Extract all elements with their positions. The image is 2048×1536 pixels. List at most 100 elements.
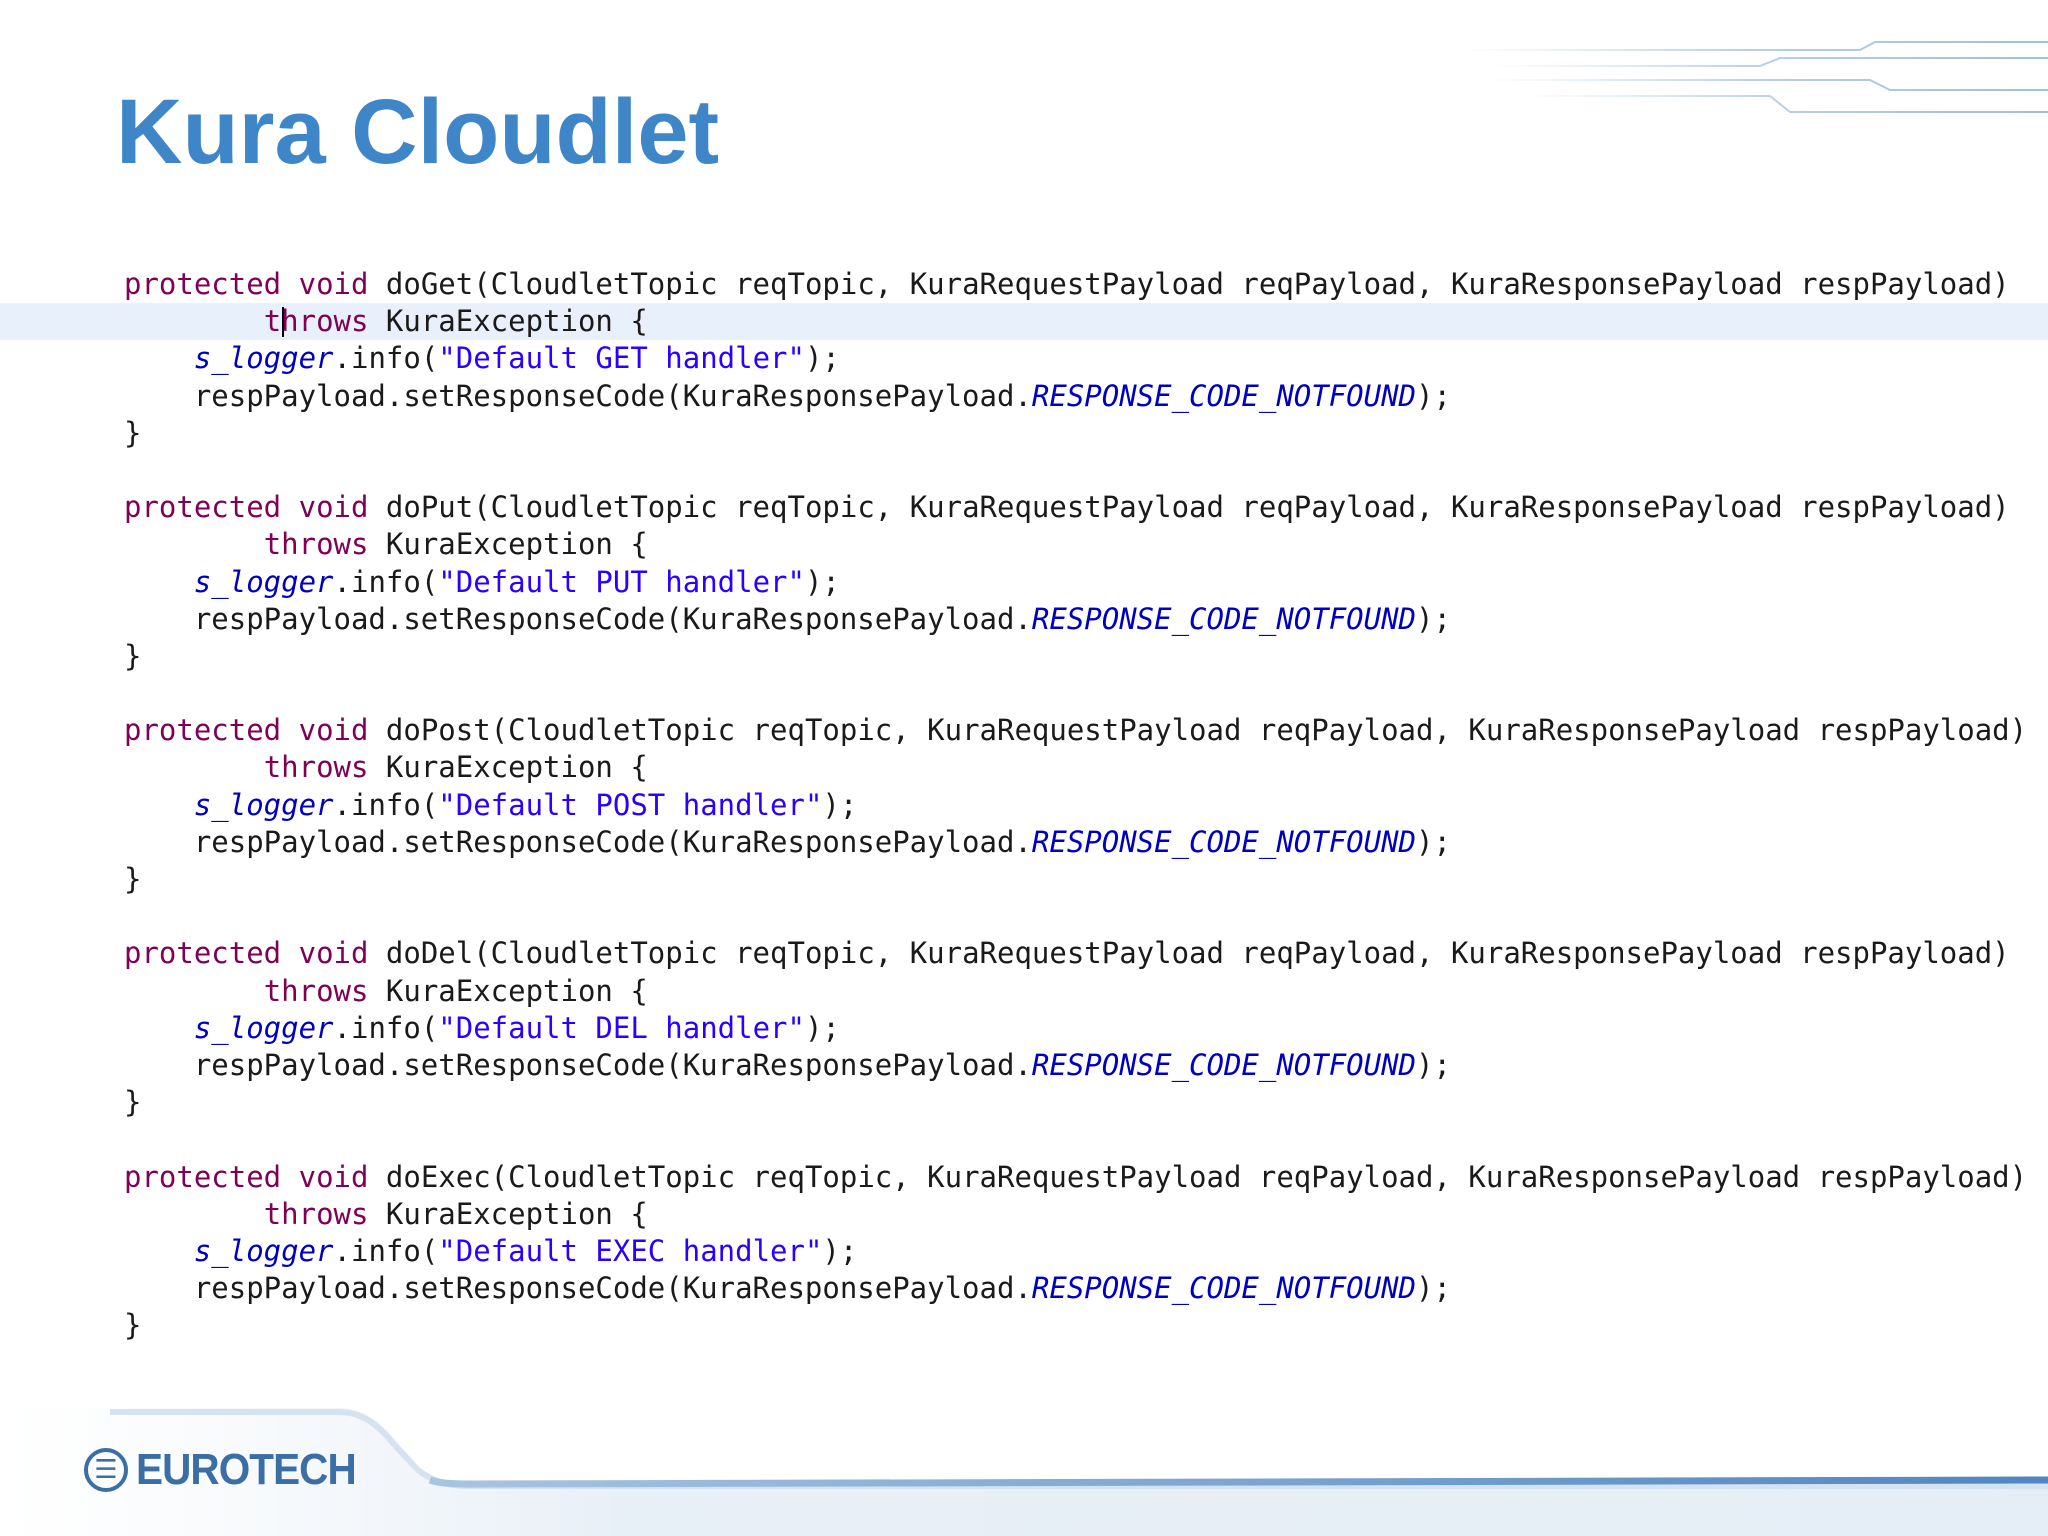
code-line-text: respPayload.setResponseCode(KuraResponse… xyxy=(124,824,1451,861)
code-text xyxy=(281,936,298,970)
code-keyword: throws xyxy=(263,304,369,339)
eurotech-logo: ☰ EUROTECH xyxy=(84,1444,375,1496)
code-string: "Default PUT handler" xyxy=(438,564,805,599)
code-line-text: } xyxy=(124,638,141,675)
code-line-text: throws KuraException { xyxy=(124,973,648,1010)
code-text xyxy=(124,1234,194,1268)
code-text: doExec(CloudletTopic reqTopic, KuraReque… xyxy=(368,1159,2028,1194)
code-text: } xyxy=(124,1308,142,1343)
code-line-text: throws KuraException { xyxy=(124,526,648,563)
code-keyword: void xyxy=(298,490,369,525)
code-text xyxy=(124,527,264,561)
code-keyword: void xyxy=(298,267,369,301)
code-line: } xyxy=(0,415,2048,452)
code-block: protected void doGet(CloudletTopic reqTo… xyxy=(0,266,2048,1344)
code-text: KuraException { xyxy=(368,304,648,339)
code-field: RESPONSE_CODE_NOTFOUND xyxy=(1031,1271,1417,1306)
code-text: ); xyxy=(1416,378,1451,413)
code-keyword: protected xyxy=(124,936,282,971)
code-line: protected void doPut(CloudletTopic reqTo… xyxy=(0,489,2048,526)
code-field: s_logger xyxy=(193,787,334,822)
code-text xyxy=(124,1011,194,1045)
code-string: "Default POST handler" xyxy=(438,787,823,822)
code-line: protected void doGet(CloudletTopic reqTo… xyxy=(0,266,2048,303)
code-keyword: throws xyxy=(263,750,369,785)
code-text: } xyxy=(124,638,142,673)
code-line: respPayload.setResponseCode(KuraResponse… xyxy=(0,1047,2048,1084)
code-line: } xyxy=(0,861,2048,898)
code-text: ); xyxy=(822,787,858,822)
code-text xyxy=(124,304,264,338)
code-text: ); xyxy=(822,1233,858,1268)
code-text: KuraException { xyxy=(368,527,648,562)
code-field: s_logger xyxy=(193,1010,334,1045)
code-text: ); xyxy=(1416,601,1451,636)
code-line: respPayload.setResponseCode(KuraResponse… xyxy=(0,601,2048,638)
code-line: s_logger.info("Default EXEC handler"); xyxy=(0,1233,2048,1270)
code-keyword: void xyxy=(298,1159,369,1194)
code-text xyxy=(124,974,264,1008)
code-keyword: throws xyxy=(263,1196,369,1231)
code-keyword: protected xyxy=(124,1159,282,1194)
code-text xyxy=(281,713,298,747)
code-line-text: protected void doDel(CloudletTopic reqTo… xyxy=(124,935,2010,972)
code-keyword: protected xyxy=(124,713,282,748)
code-line-text: protected void doExec(CloudletTopic reqT… xyxy=(124,1159,2027,1196)
code-keyword: protected xyxy=(124,267,282,301)
code-text: ); xyxy=(1416,1271,1451,1306)
code-line-text: protected void doPut(CloudletTopic reqTo… xyxy=(124,489,2010,526)
code-line-text: throws KuraException { xyxy=(124,749,648,786)
code-line: throws KuraException { xyxy=(0,973,2048,1010)
code-line: s_logger.info("Default POST handler"); xyxy=(0,787,2048,824)
code-line: respPayload.setResponseCode(KuraResponse… xyxy=(0,824,2048,861)
code-text: respPayload.setResponseCode(KuraResponse… xyxy=(124,378,1032,413)
code-text: respPayload.setResponseCode(KuraResponse… xyxy=(124,824,1032,859)
code-line: } xyxy=(0,1084,2048,1121)
code-line-text: protected void doPost(CloudletTopic reqT… xyxy=(124,712,2027,749)
code-line-text: s_logger.info("Default GET handler"); xyxy=(124,340,840,377)
code-keyword: void xyxy=(298,713,369,748)
code-line-text: } xyxy=(124,861,141,898)
code-line: throws KuraException { xyxy=(0,303,2048,341)
code-text xyxy=(124,565,194,599)
code-line: respPayload.setResponseCode(KuraResponse… xyxy=(0,378,2048,415)
code-line: protected void doDel(CloudletTopic reqTo… xyxy=(0,935,2048,972)
code-line-text: s_logger.info("Default PUT handler"); xyxy=(124,564,840,601)
code-text: ); xyxy=(804,1010,840,1045)
code-text: doPost(CloudletTopic reqTopic, KuraReque… xyxy=(368,713,2028,748)
code-string: "Default GET handler" xyxy=(438,341,805,376)
code-field: s_logger xyxy=(193,341,334,376)
code-line-text: } xyxy=(124,1084,141,1121)
code-text: respPayload.setResponseCode(KuraResponse… xyxy=(124,601,1032,636)
code-line-text: respPayload.setResponseCode(KuraResponse… xyxy=(124,1047,1451,1084)
code-text: ); xyxy=(1416,1047,1451,1082)
code-line-text: respPayload.setResponseCode(KuraResponse… xyxy=(124,601,1451,638)
code-text: } xyxy=(124,1085,142,1120)
code-line-text: s_logger.info("Default POST handler"); xyxy=(124,787,857,824)
code-text xyxy=(124,750,264,784)
code-line-text: throws KuraException { xyxy=(124,303,648,340)
code-text: .info( xyxy=(333,787,439,822)
code-string: "Default DEL handler" xyxy=(438,1010,805,1045)
code-text: ); xyxy=(804,341,840,376)
code-text: .info( xyxy=(333,341,439,376)
code-text: KuraException { xyxy=(368,1196,648,1231)
code-line: protected void doPost(CloudletTopic reqT… xyxy=(0,712,2048,749)
code-line-text: protected void doGet(CloudletTopic reqTo… xyxy=(124,266,2010,303)
code-text xyxy=(124,788,194,822)
code-line: throws KuraException { xyxy=(0,526,2048,563)
code-blank-line xyxy=(0,452,2048,489)
code-text: .info( xyxy=(333,1233,439,1268)
code-blank-line xyxy=(0,675,2048,712)
code-text xyxy=(124,341,194,375)
code-text: } xyxy=(124,415,142,450)
code-line-text: } xyxy=(124,1307,141,1344)
code-line-text: s_logger.info("Default EXEC handler"); xyxy=(124,1233,857,1270)
slide-title: Kura Cloudlet xyxy=(116,81,720,183)
code-line: throws KuraException { xyxy=(0,749,2048,786)
code-text: KuraException { xyxy=(368,973,648,1008)
code-text: } xyxy=(124,862,142,896)
code-field: s_logger xyxy=(193,564,334,599)
code-keyword: throws xyxy=(263,973,369,1008)
code-text: KuraException { xyxy=(368,750,648,785)
